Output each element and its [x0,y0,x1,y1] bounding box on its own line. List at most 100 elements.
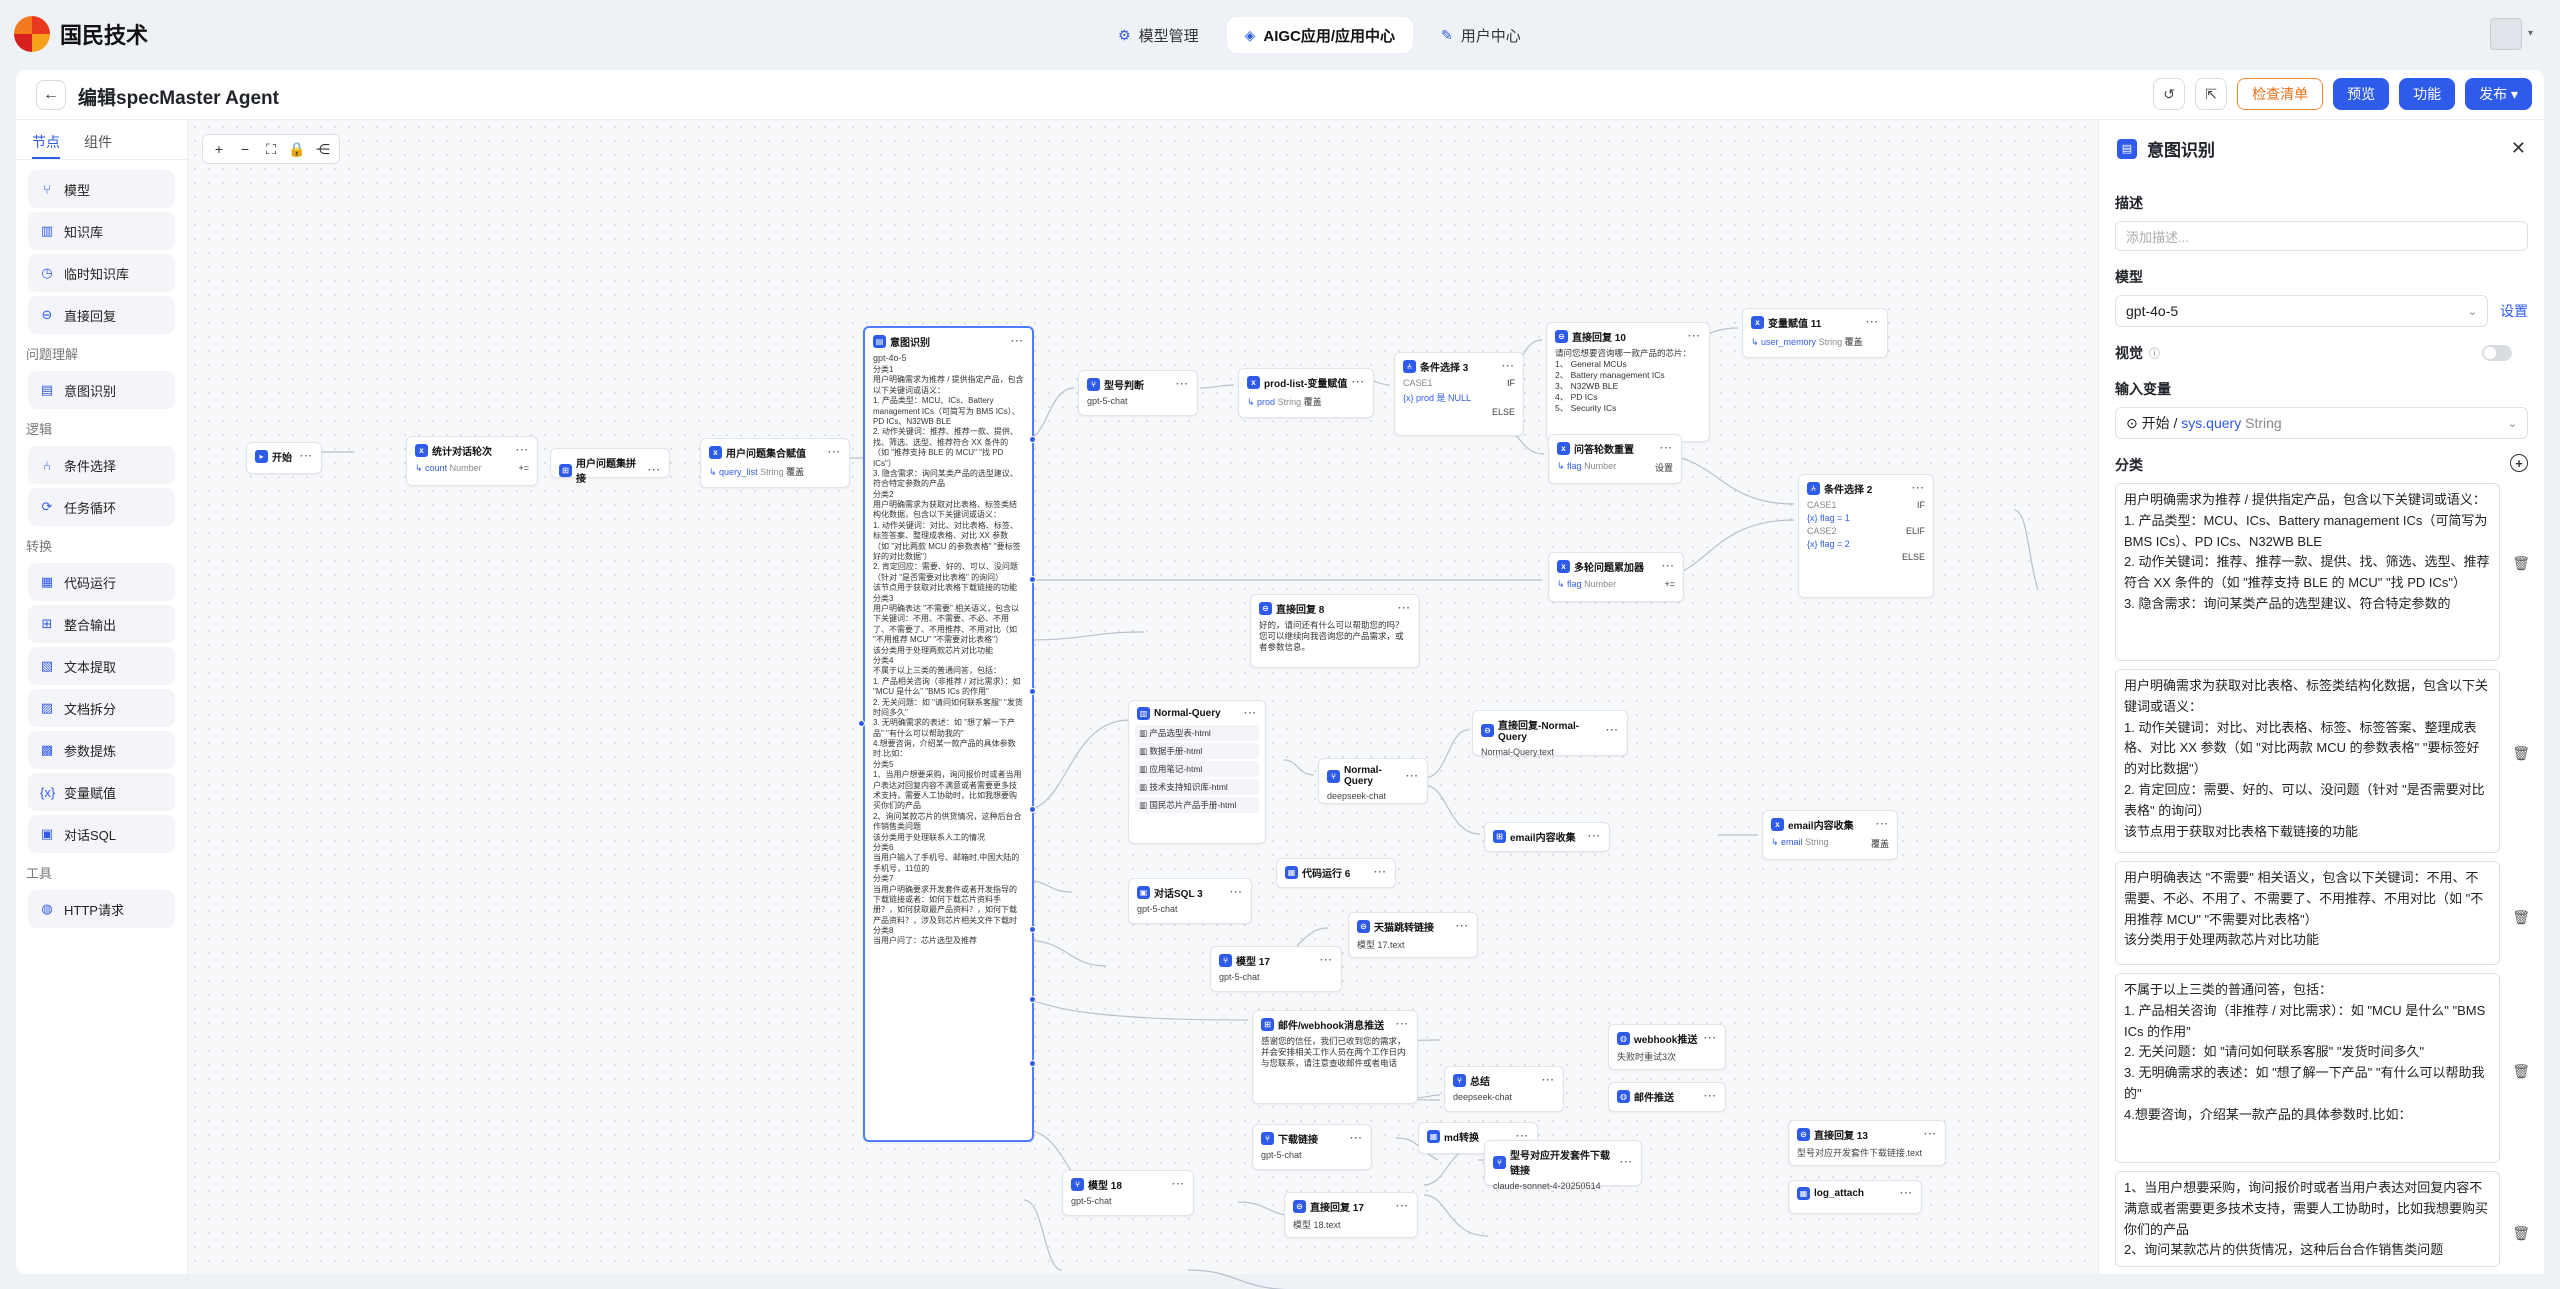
node-log-attach[interactable]: ▦log_attach··· [1788,1180,1922,1214]
lock-button[interactable]: 🔒 [285,137,309,161]
output-port[interactable] [1029,576,1036,583]
more-icon[interactable]: ··· [1396,1201,1409,1212]
avatar[interactable] [2490,18,2522,50]
more-icon[interactable]: ··· [1924,1129,1937,1140]
more-icon[interactable]: ··· [1396,1019,1409,1030]
output-port[interactable] [1029,436,1036,443]
trash-icon[interactable]: 🗑 [2512,555,2530,571]
input-var-select[interactable]: ⊙ 开始 / sys.query String ⌄ [2115,407,2528,439]
more-icon[interactable]: ··· [1688,331,1701,342]
more-icon[interactable]: ··· [1912,483,1925,494]
node-download-link[interactable]: ⑂下载链接··· gpt-5-chat [1252,1124,1372,1170]
more-icon[interactable]: ··· [1350,1133,1363,1144]
more-icon[interactable]: ··· [1230,887,1243,898]
category-textarea[interactable]: 不属于以上三类的普通问答，包括： 1. 产品相关咨询（非推荐 / 对比需求）：如… [2115,973,2500,1163]
palette-item-param-extract[interactable]: ▩参数提炼 [28,731,175,769]
category-textarea[interactable]: 1、当用户想要采购，询问报价时或者当用户表达对回复内容不满意或者需要更多技术支持… [2115,1171,2500,1267]
more-icon[interactable]: ··· [1456,921,1469,932]
node-normal-query-model[interactable]: ⑂Normal-Query··· deepseek-chat [1318,758,1428,804]
node-model-17[interactable]: ⑂模型 17··· gpt-5-chat [1210,946,1342,992]
tab-components[interactable]: 组件 [84,134,112,150]
node-concat[interactable]: ⊞用户问题集拼接··· [550,448,670,485]
palette-item-merge-output[interactable]: ⊞整合输出 [28,605,175,643]
checklist-button[interactable]: 检查清单 [2237,78,2324,110]
palette-item-var-assign[interactable]: {x}变量赋值 [28,773,175,811]
history-button[interactable]: ↺ [2153,78,2186,110]
more-icon[interactable]: ··· [1398,603,1411,614]
palette-item-temp-knowledge[interactable]: ◷临时知识库 [28,254,175,292]
add-category-button[interactable]: + [2510,454,2528,472]
node-md-convert[interactable]: ▦md转换··· [1418,1122,1538,1154]
node-model-judge[interactable]: ⑂型号判断··· gpt-5-chat [1078,370,1198,416]
more-icon[interactable]: ··· [1900,1188,1913,1199]
more-icon[interactable]: ··· [516,445,529,456]
node-code-6[interactable]: ▦代码运行 6··· [1276,858,1396,888]
palette-item-text-extract[interactable]: ▧文本提取 [28,647,175,685]
more-icon[interactable]: ··· [1172,1179,1185,1190]
model-settings-link[interactable]: 设置 [2500,303,2528,319]
fit-view-button[interactable]: ⛶ [259,137,283,161]
model-select[interactable]: gpt-4o-5⌄ [2115,295,2488,327]
palette-item-http[interactable]: ◍HTTP请求 [28,890,175,928]
chevron-down-icon[interactable]: ▾ [2528,28,2534,39]
node-webhook-push[interactable]: ◍webhook推送··· 失败时重试3次 [1608,1024,1726,1070]
vision-toggle[interactable] [2482,345,2512,361]
nav-aigc-apps[interactable]: ◈AIGC应用/应用中心 [1226,17,1414,53]
palette-item-sql[interactable]: ▣对话SQL [28,815,175,853]
node-intent-recognition[interactable]: ▤意图识别··· gpt-4o-5 分类1 用户明确需求为推荐 / 提供指定产品… [863,326,1034,1142]
more-icon[interactable]: ··· [1352,377,1365,388]
palette-item-loop[interactable]: ⟳任务循环 [28,488,175,526]
category-textarea[interactable]: 用户明确需求为推荐 / 提供指定产品，包含以下关键词或语义： 1. 产品类型：M… [2115,483,2500,661]
palette-item-code[interactable]: ▦代码运行 [28,563,175,601]
node-model-18[interactable]: ⑂模型 18··· gpt-5-chat [1062,1170,1194,1216]
tab-nodes[interactable]: 节点 [32,132,60,159]
more-icon[interactable]: ··· [1662,561,1675,572]
more-icon[interactable]: ··· [648,464,661,476]
output-port[interactable] [1029,688,1036,695]
input-port[interactable] [858,720,865,727]
node-reply-13[interactable]: ⊖直接回复 13··· 型号对应开发套件下载链接.text [1788,1120,1946,1166]
node-normal-query-kb[interactable]: ▥Normal-Query··· ▥ 产品选型表-html ▥ 数据手册-htm… [1128,700,1266,844]
more-icon[interactable]: ··· [1516,1131,1529,1142]
more-icon[interactable]: ··· [1876,819,1889,830]
output-port[interactable] [1029,1060,1036,1067]
trash-icon[interactable]: 🗑 [2512,745,2530,761]
palette-item-condition[interactable]: ⑃条件选择 [28,446,175,484]
more-icon[interactable]: ··· [1588,831,1601,842]
back-button[interactable]: ← [36,80,66,110]
zoom-out-button[interactable]: − [233,137,257,161]
close-icon[interactable]: ✕ [2510,138,2526,158]
output-port[interactable] [1029,926,1036,933]
trash-icon[interactable]: 🗑 [2512,1063,2530,1079]
preview-button[interactable]: 预览 [2333,78,2390,110]
more-icon[interactable]: ··· [1502,361,1515,372]
more-icon[interactable]: ··· [1620,1156,1633,1168]
zoom-in-button[interactable]: + [207,137,231,161]
more-icon[interactable]: ··· [1176,379,1189,390]
node-reply-17[interactable]: ⊖直接回复 17··· 模型 18.text [1284,1192,1418,1238]
more-icon[interactable]: ··· [1320,955,1333,966]
brand-logo[interactable]: 国民技术 [14,16,148,52]
palette-item-intent[interactable]: ▤意图识别 [28,371,175,409]
node-devkit-download[interactable]: ⑂型号对应开发套件下载链接··· claude-sonnet-4-2025051… [1484,1140,1642,1191]
trash-icon[interactable]: 🗑 [2512,1225,2530,1241]
node-reply-8[interactable]: ⊖直接回复 8··· 好的，请问还有什么可以帮助您的吗？您可以继续向我咨询您的产… [1250,594,1420,668]
features-button[interactable]: 功能 [2399,78,2456,110]
node-mail-push[interactable]: ◍邮件推送··· [1608,1082,1726,1112]
more-icon[interactable]: ··· [1660,443,1673,454]
more-icon[interactable]: ··· [1704,1091,1717,1102]
more-icon[interactable]: ··· [1011,336,1024,347]
more-icon[interactable]: ··· [1406,770,1419,782]
more-icon[interactable]: ··· [828,447,841,458]
more-icon[interactable]: ··· [1866,317,1879,328]
node-reply-normal-query[interactable]: ⊖直接回复-Normal-Query··· Normal-Query.text [1472,710,1628,757]
